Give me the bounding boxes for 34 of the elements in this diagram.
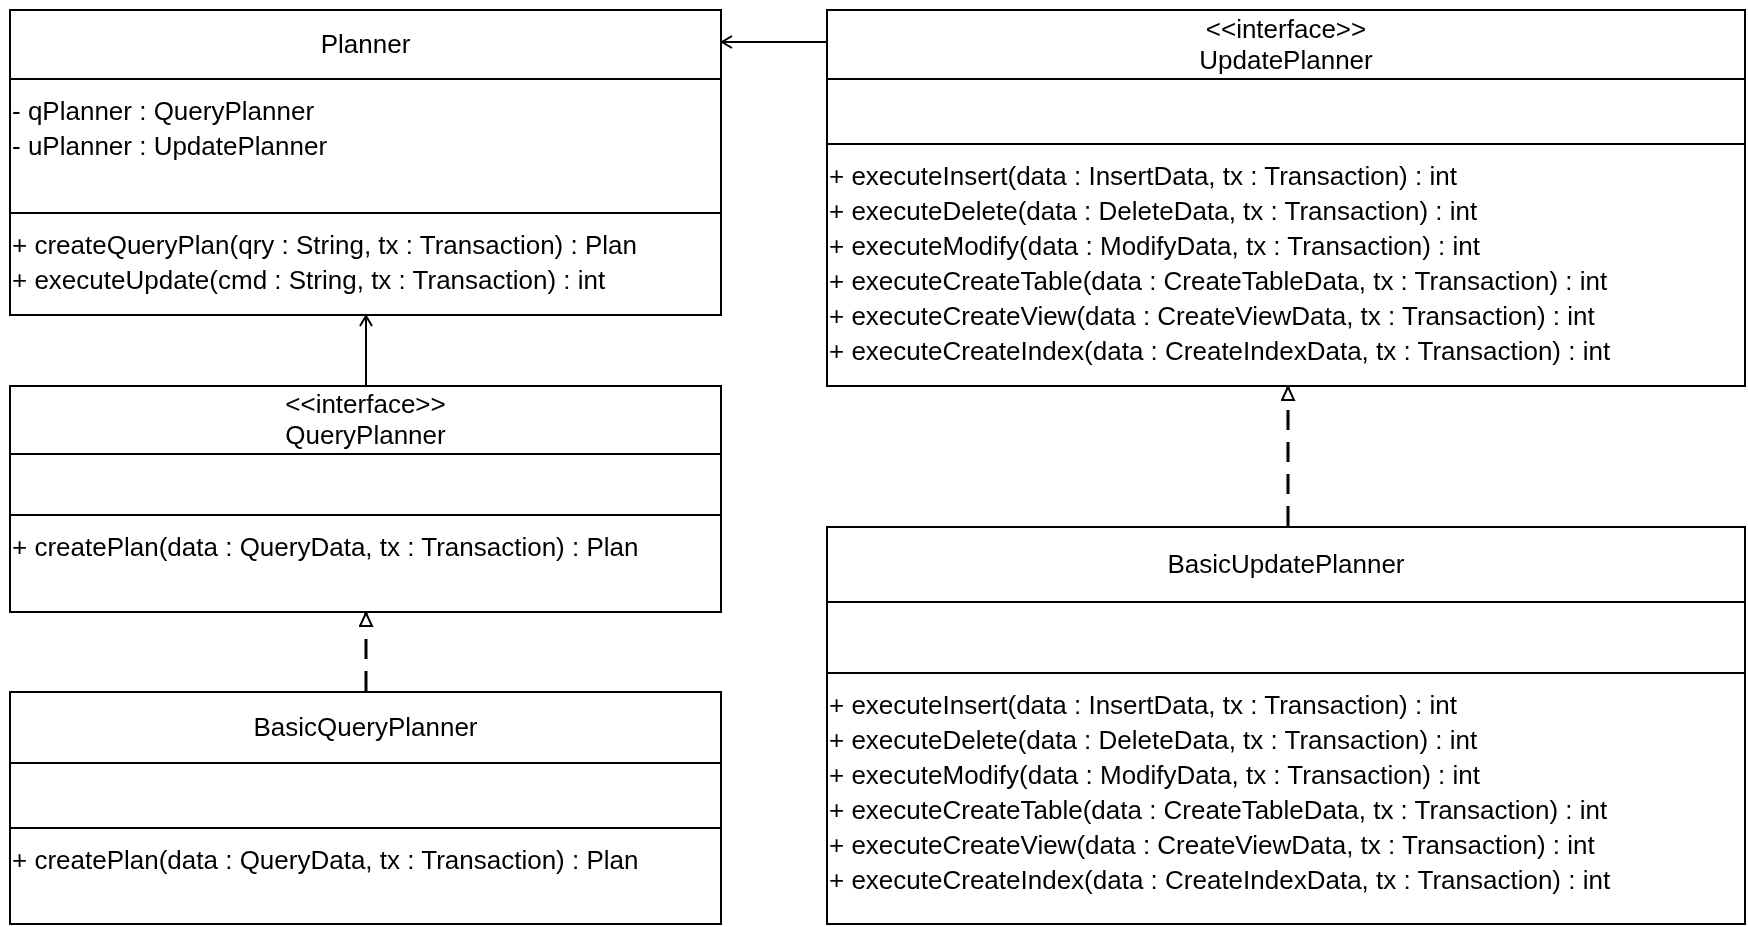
member-text: + executeCreateTable(data : CreateTableData, tx : Transaction) : int <box>829 794 1609 828</box>
class-box <box>9 9 722 316</box>
member-text: + createPlan(data : QueryData, tx : Transaction) : Plan <box>12 530 640 564</box>
member-text: + executeCreateIndex(data : CreateIndexData, tx : Transaction) : int <box>829 864 1612 898</box>
class-name: UpdatePlanner <box>1199 44 1373 76</box>
stereotype-text: <<interface>> <box>1205 13 1367 45</box>
member-text: + createPlan(data : QueryData, tx : Transaction) : Plan <box>12 844 640 878</box>
class-box <box>826 526 1746 925</box>
member-text: + executeCreateView(data : CreateViewData, tx : Transaction) : int <box>829 300 1596 334</box>
member-text: + executeDelete(data : DeleteData, tx : Transaction) : int <box>829 724 1479 758</box>
realization-arrow <box>1281 386 1295 526</box>
association-arrow <box>359 315 373 386</box>
class-name: BasicQueryPlanner <box>253 712 478 743</box>
member-text: + executeInsert(data : InsertData, tx : Transaction) : int <box>829 160 1458 194</box>
class-box <box>9 691 722 925</box>
member-text: + createQueryPlan(qry : String, tx : Transaction) : Plan <box>12 228 638 262</box>
class-box <box>9 385 722 613</box>
class-box <box>826 9 1746 387</box>
member-text: + executeModify(data : ModifyData, tx : Transaction) : int <box>829 759 1481 793</box>
class-name: QueryPlanner <box>285 420 446 451</box>
member-text: + executeCreateTable(data : CreateTableData, tx : Transaction) : int <box>829 265 1609 299</box>
member-text: + executeModify(data : ModifyData, tx : Transaction) : int <box>829 230 1481 264</box>
stereotype-text: <<interface>> <box>285 389 446 420</box>
class-name: BasicUpdatePlanner <box>1167 549 1405 580</box>
class-name: Planner <box>320 29 411 60</box>
member-text: + executeInsert(data : InsertData, tx : Transaction) : int <box>829 689 1458 723</box>
member-text: + executeDelete(data : DeleteData, tx : Transaction) : int <box>829 195 1479 229</box>
realization-arrow <box>359 612 373 691</box>
member-text: - uPlanner : UpdatePlanner <box>12 130 329 163</box>
association-arrow <box>721 35 827 49</box>
member-text: + executeCreateIndex(data : CreateIndexData, tx : Transaction) : int <box>829 335 1612 369</box>
member-text: + executeCreateView(data : CreateViewData, tx : Transaction) : int <box>829 829 1596 863</box>
member-text: - qPlanner : QueryPlanner <box>12 95 316 128</box>
member-text: + executeUpdate(cmd : String, tx : Transaction) : int <box>12 263 607 297</box>
